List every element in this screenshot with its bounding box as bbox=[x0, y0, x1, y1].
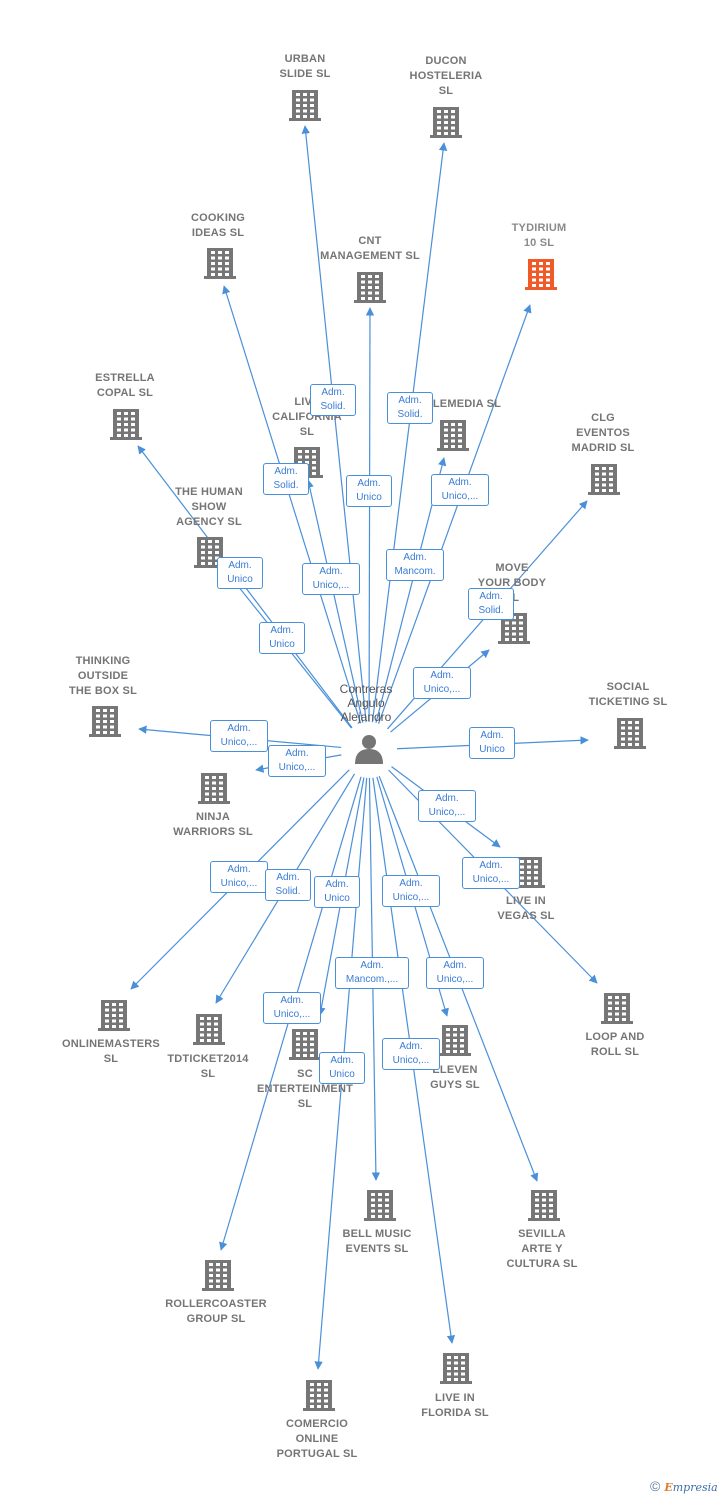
brand-rest: mpresia bbox=[672, 1481, 718, 1494]
company-label-rollercoaster[interactable]: ROLLERCOASTER GROUP SL bbox=[165, 1298, 267, 1325]
role-box-onlinemasters[interactable]: Adm. Unico,... bbox=[210, 861, 268, 893]
company-label-live-florida[interactable]: LIVE IN FLORIDA SL bbox=[421, 1392, 489, 1419]
role-box-tydirium-10[interactable]: Adm. Unico,... bbox=[431, 474, 489, 506]
role-box-urban-slide[interactable]: Adm. Solid. bbox=[310, 384, 356, 416]
building-icon[interactable] bbox=[89, 706, 121, 737]
building-icon[interactable] bbox=[364, 1190, 396, 1221]
copyright-icon: © bbox=[650, 1478, 661, 1494]
company-label-human-show[interactable]: THE HUMAN SHOW AGENCY SL bbox=[175, 486, 243, 528]
building-icon[interactable] bbox=[193, 1014, 225, 1045]
role-box-ninja-warriors[interactable]: Adm. Unico,... bbox=[268, 745, 326, 777]
company-label-estrella-copal[interactable]: ESTRELLA COPAL SL bbox=[95, 372, 155, 399]
building-icon[interactable] bbox=[303, 1380, 335, 1411]
building-icon[interactable] bbox=[440, 1353, 472, 1384]
edge-cnt-management bbox=[365, 307, 375, 723]
building-icon[interactable] bbox=[202, 1260, 234, 1291]
building-icon[interactable] bbox=[614, 718, 646, 749]
role-box-ducon-hosteleria[interactable]: Adm. Solid. bbox=[387, 392, 433, 424]
company-label-bell-music[interactable]: BELL MUSIC EVENTS SL bbox=[342, 1228, 412, 1255]
role-box-estrella-copal[interactable]: Adm. Unico bbox=[217, 557, 263, 589]
building-icon[interactable] bbox=[98, 1000, 130, 1031]
center-person-name[interactable]: Contreras Angulo Alejandro bbox=[339, 682, 393, 724]
role-box-cooking-ideas[interactable]: Adm. Solid. bbox=[263, 463, 309, 495]
building-icon[interactable] bbox=[439, 1025, 471, 1056]
edge-urban-slide bbox=[301, 125, 367, 723]
role-box-live-california[interactable]: Adm. Unico,... bbox=[302, 563, 360, 595]
building-icon[interactable] bbox=[289, 1029, 321, 1060]
company-label-urban-slide[interactable]: URBAN SLIDE SL bbox=[279, 53, 331, 80]
company-label-cnt-management[interactable]: CNT MANAGEMENT SL bbox=[320, 235, 420, 262]
role-box-eleven-guys[interactable]: Adm. Unico,... bbox=[382, 875, 440, 907]
role-box-cnt-management[interactable]: Adm. Unico bbox=[346, 475, 392, 507]
role-box-sevilla-arte[interactable]: Adm. Unico,... bbox=[426, 957, 484, 989]
company-label-ducon-hosteleria[interactable]: DUCON HOSTELERIA SL bbox=[409, 55, 483, 97]
role-box-human-show[interactable]: Adm. Unico bbox=[259, 622, 305, 654]
role-box-move-your-body[interactable]: Adm. Unico,... bbox=[413, 667, 471, 699]
role-box-clg-eventos[interactable]: Adm. Solid. bbox=[468, 588, 514, 620]
company-label-cooking-ideas[interactable]: COOKING IDEAS SL bbox=[191, 212, 245, 239]
company-label-onlinemasters[interactable]: ONLINEMASTERS SL bbox=[62, 1038, 160, 1065]
role-box-live-vegas[interactable]: Adm. Unico,... bbox=[418, 790, 476, 822]
building-icon[interactable] bbox=[289, 90, 321, 121]
building-icon[interactable] bbox=[204, 248, 236, 279]
person-icon[interactable] bbox=[355, 735, 383, 764]
company-label-sevilla-arte[interactable]: SEVILLA ARTE Y CULTURA SL bbox=[506, 1228, 578, 1270]
building-icon[interactable] bbox=[110, 409, 142, 440]
company-label-sc-entertainment[interactable]: SC ENTERTEINMENT SL bbox=[256, 1068, 354, 1110]
company-label-ninja-warriors[interactable]: NINJA WARRIORS SL bbox=[173, 811, 253, 838]
company-label-live-vegas[interactable]: LIVE IN VEGAS SL bbox=[497, 895, 555, 922]
role-box-comercio-online[interactable]: Adm. Unico bbox=[314, 876, 360, 908]
building-icon[interactable] bbox=[513, 857, 545, 888]
company-label-clg-eventos[interactable]: CLG EVENTOS MADRID SL bbox=[571, 412, 635, 454]
company-label-social-ticketing[interactable]: SOCIAL TICKETING SL bbox=[588, 681, 668, 708]
role-box-social-ticketing[interactable]: Adm. Unico bbox=[469, 727, 515, 759]
empresia-brand[interactable]: ©Empresia bbox=[650, 1478, 718, 1494]
building-icon[interactable] bbox=[430, 107, 462, 138]
building-icon[interactable] bbox=[528, 1190, 560, 1221]
role-box-sc-entertainment[interactable]: Adm. Unico bbox=[319, 1052, 365, 1084]
company-label-eleven-guys[interactable]: ELEVEN GUYS SL bbox=[430, 1064, 480, 1091]
edge-tydirium-10 bbox=[377, 304, 532, 724]
edge-ducon-hosteleria bbox=[371, 142, 448, 723]
company-label-thinking-outside[interactable]: THINKING OUTSIDE THE BOX SL bbox=[68, 655, 137, 697]
role-box-tdticket2014[interactable]: Adm. Solid. bbox=[265, 869, 311, 901]
building-icon[interactable] bbox=[588, 464, 620, 495]
role-box-thinking-outside[interactable]: Adm. Unico,... bbox=[210, 720, 268, 752]
edge-cooking-ideas bbox=[222, 285, 362, 724]
role-box-lemedia[interactable]: Adm. Mancom. bbox=[386, 549, 444, 581]
brand-e: E bbox=[664, 1481, 673, 1494]
company-label-tydirium-10[interactable]: TYDIRIUM 10 SL bbox=[511, 222, 567, 249]
role-box-bell-music[interactable]: Adm. Mancom.,... bbox=[335, 957, 409, 989]
edge-live-california bbox=[305, 479, 364, 723]
company-label-loop-and-roll[interactable]: LOOP AND ROLL SL bbox=[585, 1031, 645, 1058]
building-icon[interactable] bbox=[437, 420, 469, 451]
building-icon[interactable] bbox=[525, 259, 557, 290]
building-icon[interactable] bbox=[354, 272, 386, 303]
role-box-live-florida[interactable]: Adm. Unico,... bbox=[382, 1038, 440, 1070]
company-label-lemedia[interactable]: LEMEDIA SL bbox=[432, 398, 502, 410]
role-box-loop-and-roll[interactable]: Adm. Unico,... bbox=[462, 857, 520, 889]
building-icon[interactable] bbox=[601, 993, 633, 1024]
company-label-tdticket2014[interactable]: TDTICKET2014 SL bbox=[167, 1053, 249, 1080]
role-box-rollercoaster[interactable]: Adm. Unico,... bbox=[263, 992, 321, 1024]
building-icon[interactable] bbox=[198, 773, 230, 804]
company-label-comercio-online[interactable]: COMERCIO ONLINE PORTUGAL SL bbox=[276, 1418, 358, 1460]
